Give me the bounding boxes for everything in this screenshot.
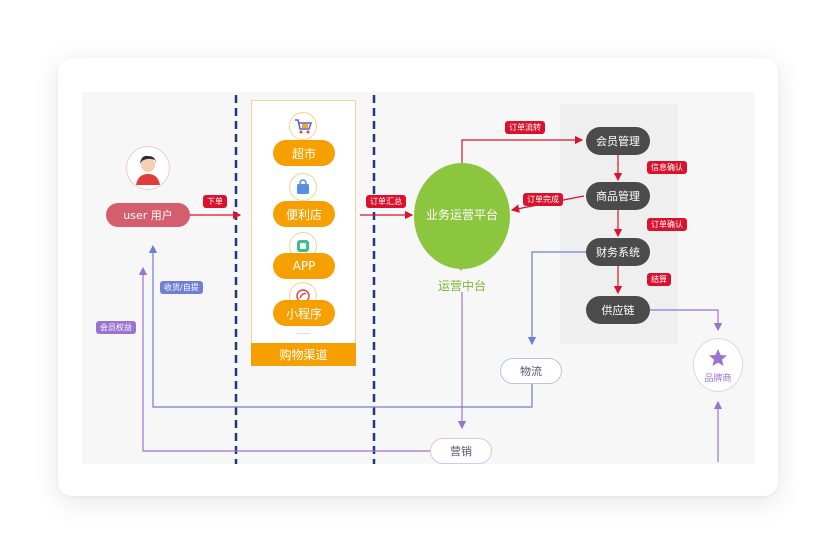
tag-order: 下单 (203, 195, 227, 208)
finance-system-node[interactable]: 财务系统 (586, 238, 650, 266)
platform-bubble (414, 163, 510, 269)
channel-convenience-store[interactable]: 便利店 (273, 201, 335, 227)
cart-icon (289, 112, 317, 140)
user-node[interactable]: user 用户 (106, 203, 190, 227)
tag-order-done: 订单完成 (523, 193, 563, 206)
product-management-node[interactable]: 商品管理 (586, 182, 650, 210)
star-icon (709, 349, 727, 366)
brand-label: 品牌商 (704, 374, 732, 384)
tag-order-summary: 订单汇总 (366, 195, 406, 208)
platform-caption: 运营中台 (437, 278, 486, 293)
member-management-node[interactable]: 会员管理 (586, 127, 650, 155)
channel-app[interactable]: APP (273, 253, 335, 279)
brand-node[interactable]: 品牌商 (693, 338, 743, 392)
shopping-channels-footer: 购物渠道 (251, 343, 356, 366)
tag-order-flow: 订单流转 (505, 121, 545, 134)
platform-node[interactable]: 业务运营平台 (425, 207, 498, 222)
supply-chain-node[interactable]: 供应链 (586, 296, 650, 324)
tag-settlement: 结算 (647, 273, 671, 286)
marketing-node[interactable]: 营销 (430, 438, 492, 464)
order-flow-arrow (461, 135, 584, 165)
user-icon (136, 155, 160, 185)
channel-mini-program[interactable]: 小程序 (273, 300, 335, 326)
tag-receive: 收货/自提 (160, 281, 203, 294)
logistics-node[interactable]: 物流 (500, 358, 562, 384)
shopping-bag-icon (289, 173, 317, 201)
user-avatar (126, 146, 170, 190)
supply-to-brand (650, 309, 723, 332)
platform-bubble-pointer (455, 262, 467, 271)
finance-to-logistics (527, 251, 586, 346)
channel-supermarket[interactable]: 超市 (273, 140, 335, 166)
channels-more: ...... (296, 328, 310, 336)
tag-member-rights: 会员权益 (96, 321, 136, 334)
receive-arrow (148, 244, 533, 408)
tag-info-confirm: 信息确认 (647, 161, 687, 174)
tag-order-confirm: 订单确认 (647, 218, 687, 231)
member-rights-arrow (138, 266, 430, 452)
